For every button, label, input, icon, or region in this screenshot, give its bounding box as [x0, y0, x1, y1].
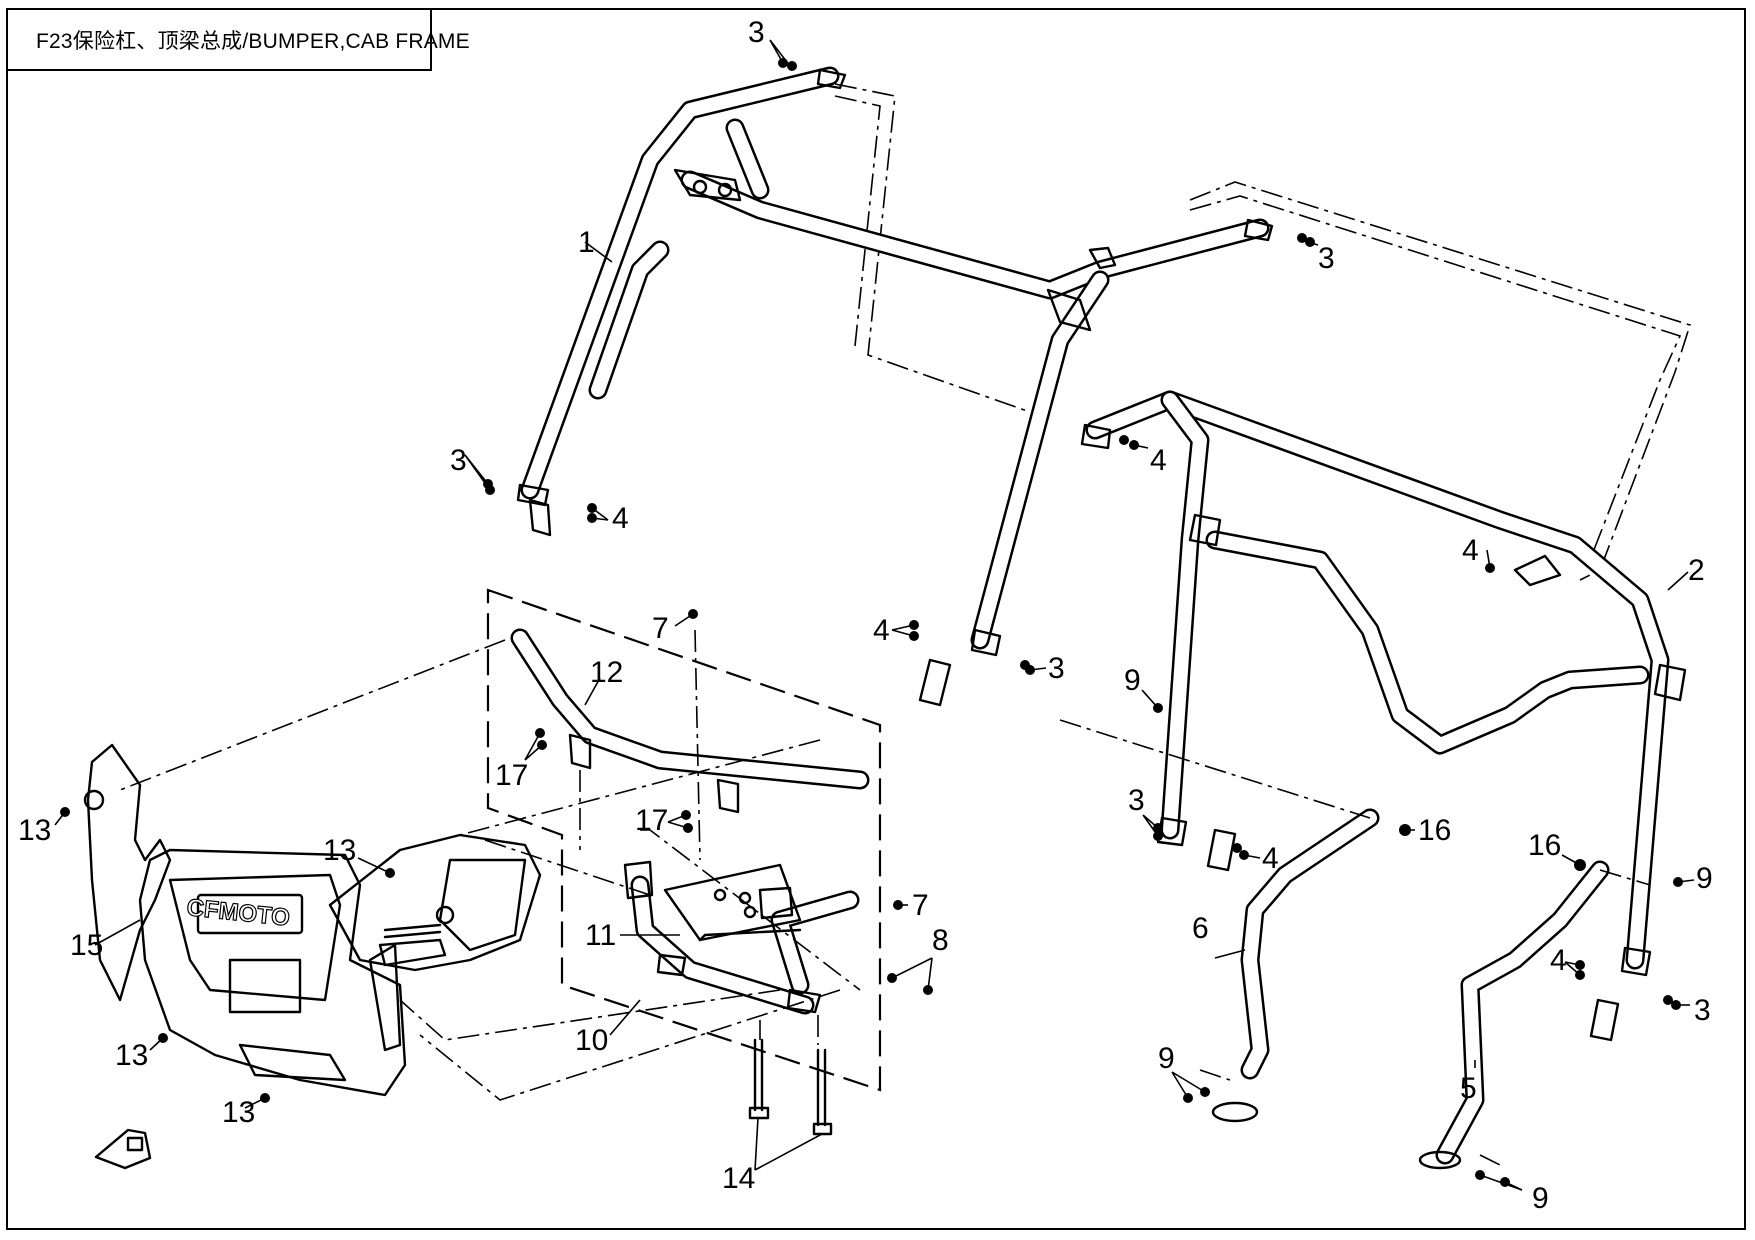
callout-16-b: 16	[1528, 829, 1561, 862]
callout-4-d: 4	[873, 614, 890, 647]
bumper-assy-box	[486, 588, 882, 1092]
callout-3-e: 3	[1128, 784, 1145, 817]
callout-3-d: 3	[1048, 652, 1065, 685]
callout-3-c: 3	[450, 444, 467, 477]
title-box: F23保险杠、顶梁总成/BUMPER,CAB FRAME	[6, 8, 470, 71]
support-bar-6	[1211, 808, 1380, 1123]
callout-11: 11	[585, 919, 616, 952]
callout-9-d: 9	[1532, 1182, 1549, 1215]
bumper-bar-12	[510, 628, 870, 814]
front-cab-frame	[516, 66, 1274, 657]
callout-3-a: 3	[748, 16, 765, 49]
mount-stubs	[528, 498, 1620, 1042]
callout-4-a: 4	[612, 502, 629, 535]
drawing-frame	[6, 8, 1746, 1230]
callout-17-a: 17	[495, 759, 528, 792]
callout-4-b: 4	[1150, 444, 1167, 477]
callout-17-b: 17	[635, 804, 668, 837]
callout-6: 6	[1192, 912, 1209, 945]
callout-16-a: 16	[1418, 814, 1451, 847]
callout-4-f: 4	[1550, 944, 1567, 977]
mount-bracket-11	[623, 860, 860, 1015]
callout-10: 10	[575, 1024, 608, 1057]
front-fascia-15: CFMOTO	[83, 743, 542, 1097]
callout-13-d: 13	[222, 1096, 255, 1129]
callout-14: 14	[722, 1162, 755, 1195]
roof-outline-front	[834, 83, 1692, 581]
stamp-icon	[94, 1128, 152, 1170]
cfmoto-logo: CFMOTO	[185, 894, 291, 932]
callout-13-c: 13	[115, 1039, 148, 1072]
fasteners	[60, 58, 1683, 1187]
callout-leaders	[54, 39, 1695, 1191]
callout-labels: 1 2 3 3 3 4 4 4 4 3 9 3 4 16 16 9 4 3 9 …	[18, 16, 1713, 1215]
callout-3-b: 3	[1318, 242, 1335, 275]
callout-9-a: 9	[1124, 664, 1141, 697]
callout-13-a: 13	[18, 814, 51, 847]
callout-5: 5	[1460, 1072, 1477, 1105]
page-title: F23保险杠、顶梁总成/BUMPER,CAB FRAME	[36, 29, 470, 53]
callout-1: 1	[578, 226, 595, 259]
callout-12: 12	[590, 656, 623, 689]
rear-cab-frame	[1080, 390, 1687, 977]
callout-7-b: 7	[912, 889, 929, 922]
callout-9-c: 9	[1158, 1042, 1175, 1075]
assembly-lines	[119, 629, 1651, 1166]
callout-8: 8	[932, 924, 949, 957]
callout-4-c: 4	[1462, 534, 1479, 567]
support-bar-5	[1418, 860, 1610, 1170]
callout-4-e: 4	[1262, 842, 1279, 875]
callout-3-f: 3	[1694, 994, 1711, 1027]
long-bolts-14	[748, 1038, 833, 1136]
callout-15: 15	[70, 929, 103, 962]
callout-7-a: 7	[652, 612, 669, 645]
callout-9-b: 9	[1696, 862, 1713, 895]
callout-2: 2	[1688, 554, 1705, 587]
callout-13-b: 13	[323, 834, 356, 867]
